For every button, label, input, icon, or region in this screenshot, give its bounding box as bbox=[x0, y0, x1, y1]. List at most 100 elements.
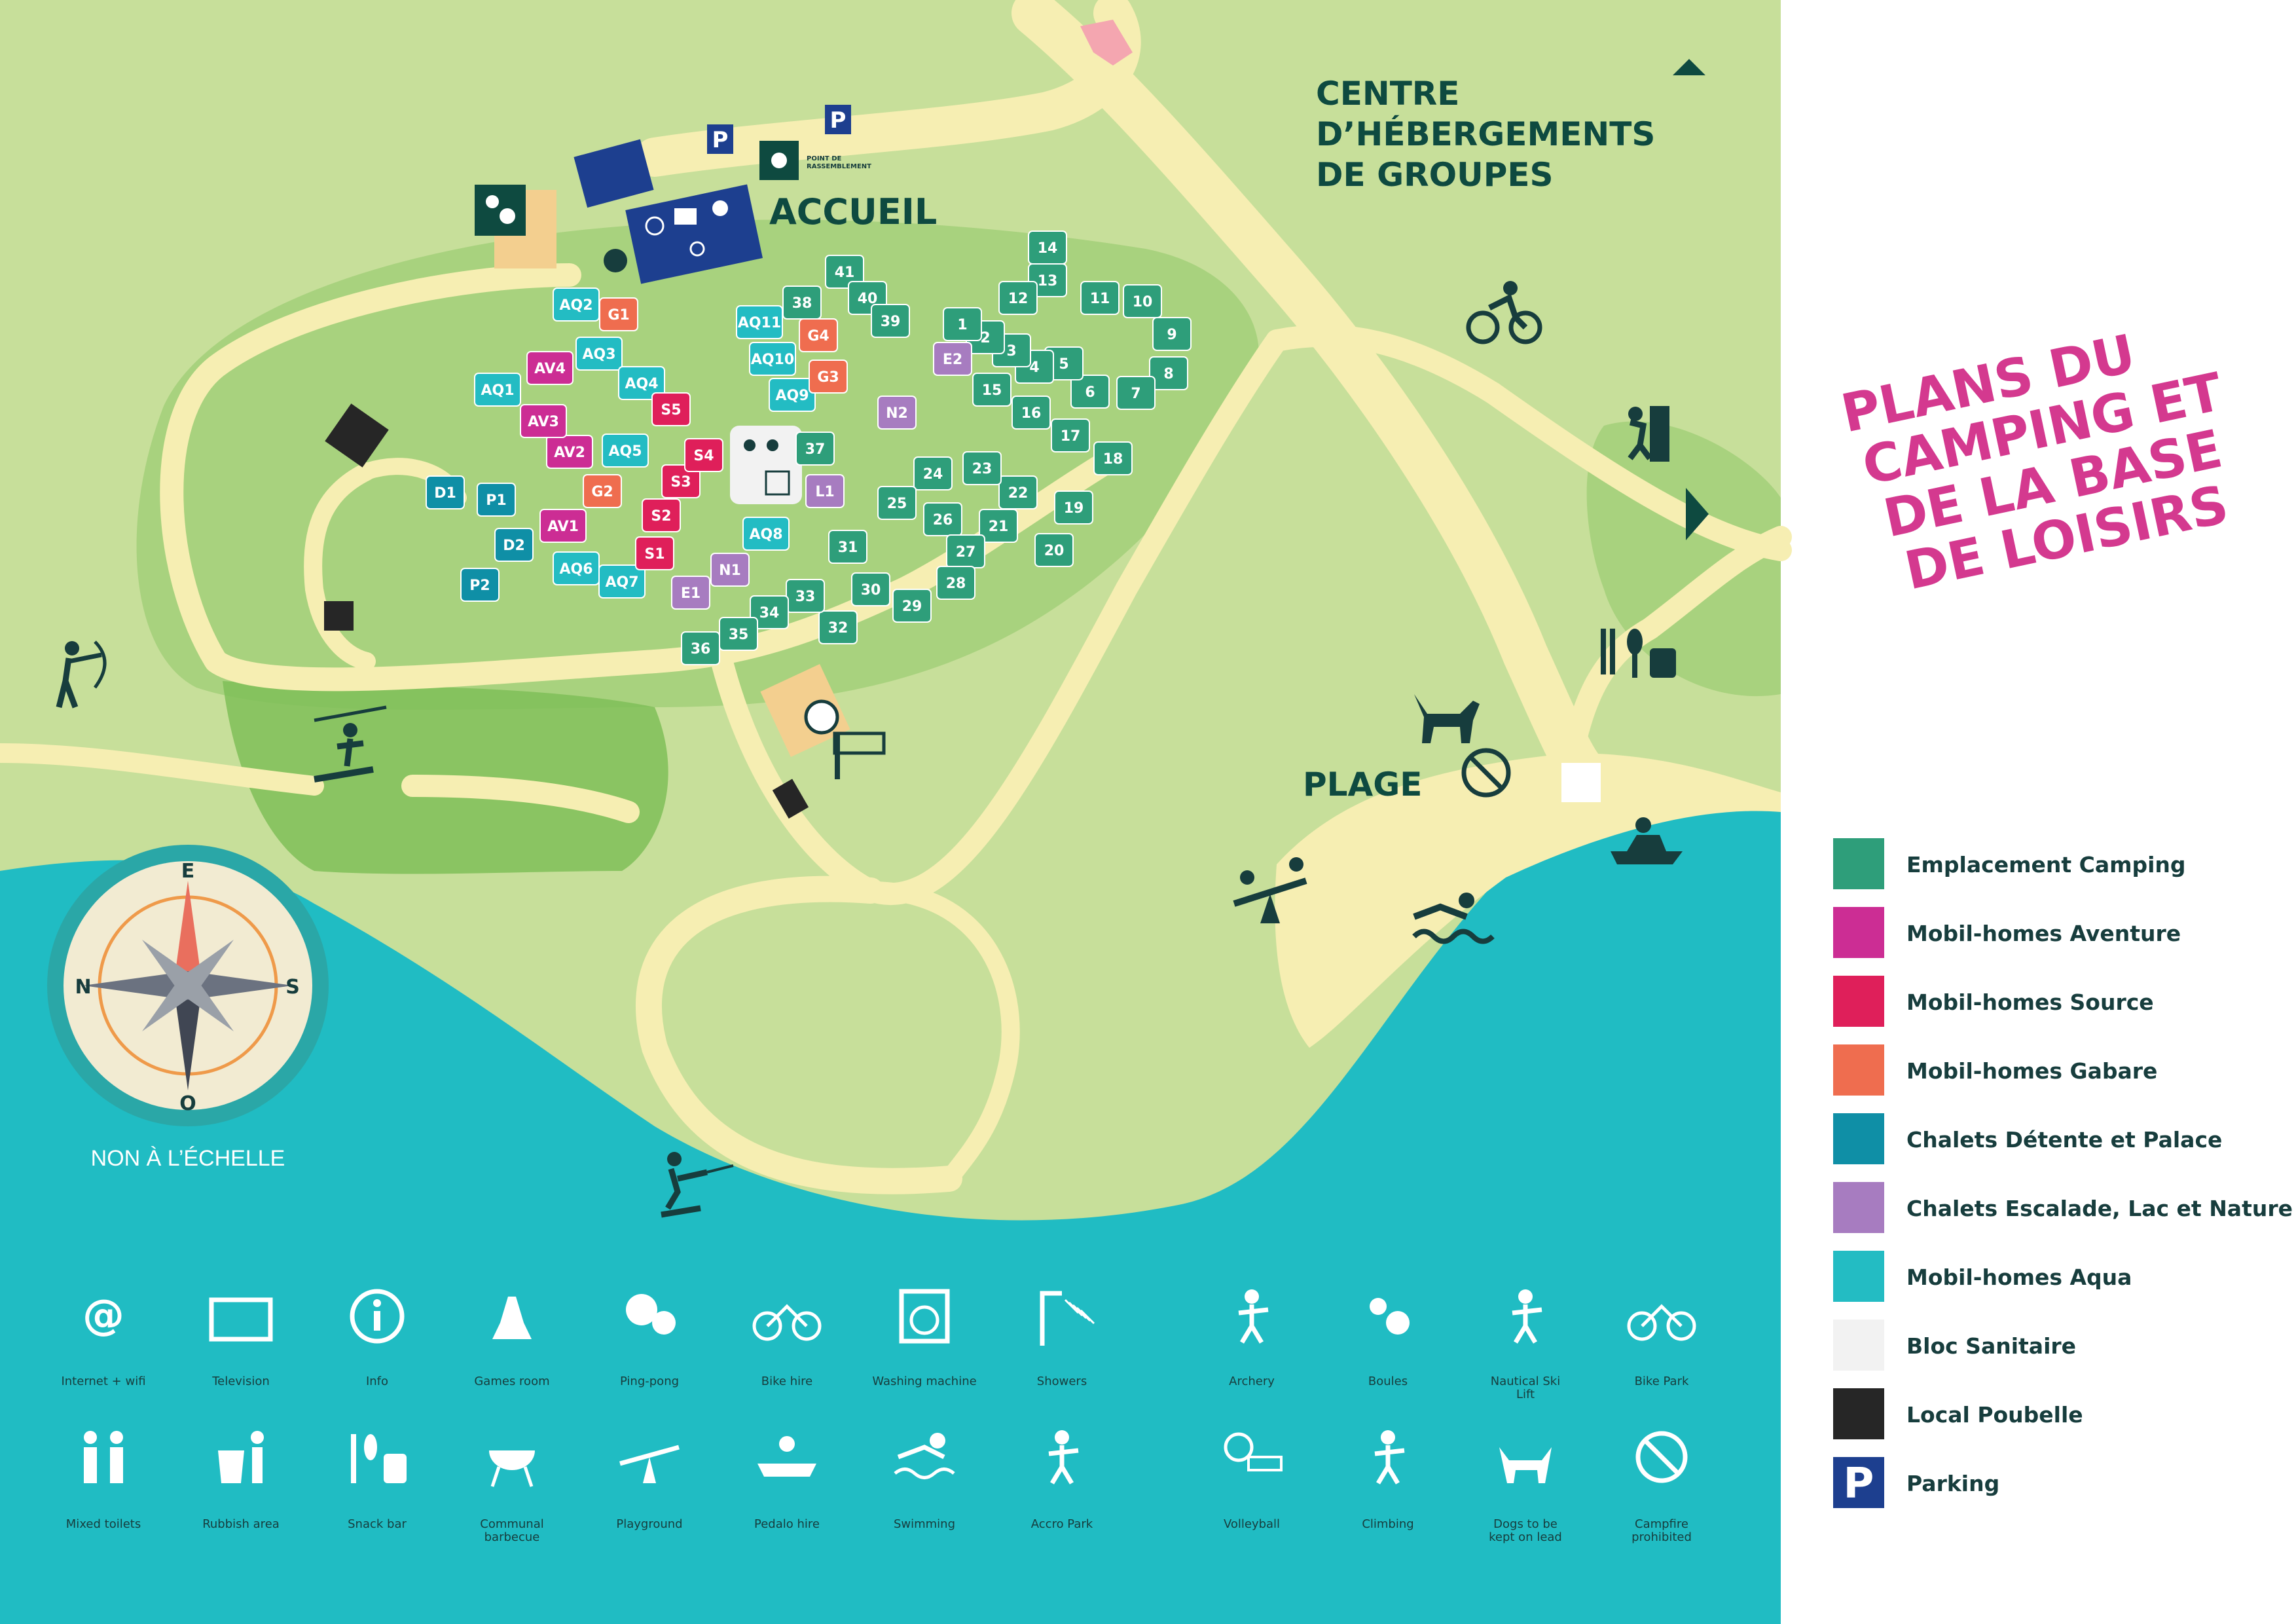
plot-label: 34 bbox=[759, 605, 780, 621]
plot-aq5[interactable]: AQ5 bbox=[602, 434, 649, 468]
plot-13[interactable]: 13 bbox=[1028, 263, 1067, 297]
plot-label: AV1 bbox=[547, 519, 579, 535]
plot-av1[interactable]: AV1 bbox=[539, 509, 587, 543]
plot-s5[interactable]: S5 bbox=[651, 392, 691, 426]
plot-14[interactable]: 14 bbox=[1028, 231, 1067, 265]
plot-30[interactable]: 30 bbox=[851, 572, 890, 606]
plot-1[interactable]: 1 bbox=[943, 307, 982, 341]
plot-p1[interactable]: P1 bbox=[477, 483, 516, 517]
info-icon bbox=[350, 1289, 405, 1344]
plot-label: AQ10 bbox=[751, 352, 794, 368]
plot-label: S2 bbox=[651, 508, 671, 525]
plot-31[interactable]: 31 bbox=[828, 530, 867, 564]
plot-18[interactable]: 18 bbox=[1093, 441, 1133, 475]
volleyball-court bbox=[760, 664, 850, 757]
plot-av3[interactable]: AV3 bbox=[520, 404, 567, 438]
plot-33[interactable]: 33 bbox=[786, 579, 825, 613]
plot-6[interactable]: 6 bbox=[1070, 375, 1110, 409]
centre-label-line-1: CENTRE bbox=[1316, 75, 1459, 113]
plot-aq6[interactable]: AQ6 bbox=[553, 551, 600, 585]
parking-sign-1 bbox=[707, 124, 733, 154]
plot-26[interactable]: 26 bbox=[923, 502, 962, 536]
plot-32[interactable]: 32 bbox=[818, 610, 858, 644]
plot-g4[interactable]: G4 bbox=[799, 318, 838, 352]
plot-17[interactable]: 17 bbox=[1051, 418, 1090, 452]
plot-12[interactable]: 12 bbox=[998, 281, 1038, 315]
plot-21[interactable]: 21 bbox=[979, 509, 1018, 543]
plot-s1[interactable]: S1 bbox=[635, 536, 674, 570]
beach-building bbox=[1561, 763, 1601, 802]
plot-aq9[interactable]: AQ9 bbox=[769, 378, 816, 412]
plot-e1[interactable]: E1 bbox=[671, 576, 710, 610]
plot-27[interactable]: 27 bbox=[946, 534, 985, 568]
plot-36[interactable]: 36 bbox=[681, 631, 720, 665]
plot-n1[interactable]: N1 bbox=[710, 553, 750, 587]
plot-5[interactable]: 5 bbox=[1044, 346, 1084, 380]
plot-g3[interactable]: G3 bbox=[809, 360, 848, 394]
legend-item: Chalets Escalade, Lac et Nature bbox=[1833, 1182, 2293, 1233]
plot-22[interactable]: 22 bbox=[998, 475, 1038, 509]
plot-e2[interactable]: E2 bbox=[933, 342, 972, 376]
plot-av2[interactable]: AV2 bbox=[546, 435, 593, 469]
plot-38[interactable]: 38 bbox=[782, 286, 822, 320]
plot-24[interactable]: 24 bbox=[913, 456, 953, 490]
plot-23[interactable]: 23 bbox=[962, 451, 1002, 485]
plot-g1[interactable]: G1 bbox=[599, 297, 638, 331]
plot-s2[interactable]: S2 bbox=[642, 498, 681, 532]
legend-label: Bloc Sanitaire bbox=[1906, 1333, 2076, 1359]
scale-note: NON À L’ÉCHELLE bbox=[91, 1146, 285, 1171]
boules-building bbox=[475, 185, 526, 236]
plot-aq10[interactable]: AQ10 bbox=[749, 342, 796, 376]
plot-g2[interactable]: G2 bbox=[583, 474, 622, 508]
plot-aq2[interactable]: AQ2 bbox=[553, 287, 600, 322]
plot-7[interactable]: 7 bbox=[1116, 376, 1156, 410]
plot-d2[interactable]: D2 bbox=[494, 528, 534, 562]
plot-label: AQ3 bbox=[582, 346, 615, 363]
legend-label: Mobil-homes Source bbox=[1906, 989, 2154, 1015]
plot-l1[interactable]: L1 bbox=[805, 474, 845, 508]
plot-37[interactable]: 37 bbox=[795, 432, 835, 466]
plot-29[interactable]: 29 bbox=[892, 589, 932, 623]
plot-15[interactable]: 15 bbox=[972, 373, 1011, 407]
plot-s4[interactable]: S4 bbox=[684, 438, 723, 472]
plot-aq1[interactable]: AQ1 bbox=[474, 373, 521, 407]
plot-aq8[interactable]: AQ8 bbox=[742, 517, 790, 551]
parking-sign-2 bbox=[825, 105, 851, 134]
wakeboard-icon bbox=[1512, 1289, 1542, 1344]
plot-aq3[interactable]: AQ3 bbox=[575, 337, 623, 371]
plot-label: AQ11 bbox=[738, 315, 781, 331]
icon-caption: prohibited bbox=[1631, 1530, 1692, 1544]
plot-10[interactable]: 10 bbox=[1123, 284, 1162, 318]
plot-n2[interactable]: N2 bbox=[877, 396, 917, 430]
plot-aq7[interactable]: AQ7 bbox=[598, 564, 646, 599]
plot-9[interactable]: 9 bbox=[1152, 317, 1192, 351]
plot-11[interactable]: 11 bbox=[1080, 281, 1120, 315]
building-roof bbox=[574, 139, 654, 208]
boules-icon bbox=[486, 195, 499, 208]
centre-label-line-2: D’HÉBERGEMENTS bbox=[1316, 115, 1655, 153]
plot-20[interactable]: 20 bbox=[1034, 533, 1074, 567]
lake bbox=[0, 792, 1781, 1624]
plot-8[interactable]: 8 bbox=[1149, 356, 1188, 390]
plot-aq4[interactable]: AQ4 bbox=[618, 366, 665, 400]
plot-34[interactable]: 34 bbox=[750, 595, 789, 629]
entrance-arrow bbox=[1080, 20, 1133, 65]
plot-label: 20 bbox=[1044, 543, 1065, 559]
plot-label: 7 bbox=[1131, 386, 1140, 402]
plot-label: D1 bbox=[434, 485, 456, 502]
plot-d1[interactable]: D1 bbox=[426, 475, 465, 509]
plot-41[interactable]: 41 bbox=[825, 255, 864, 289]
plot-25[interactable]: 25 bbox=[877, 486, 917, 520]
plot-aq11[interactable]: AQ11 bbox=[736, 305, 783, 339]
plot-19[interactable]: 19 bbox=[1054, 490, 1093, 525]
plot-label: 1 bbox=[957, 317, 967, 333]
plot-16[interactable]: 16 bbox=[1011, 396, 1051, 430]
plot-p2[interactable]: P2 bbox=[460, 568, 500, 602]
plot-label: 29 bbox=[902, 599, 922, 615]
plot-s3[interactable]: S3 bbox=[661, 464, 701, 498]
plot-av4[interactable]: AV4 bbox=[526, 351, 574, 385]
plot-35[interactable]: 35 bbox=[719, 617, 758, 651]
plot-39[interactable]: 39 bbox=[871, 304, 910, 338]
plot-28[interactable]: 28 bbox=[936, 566, 975, 600]
